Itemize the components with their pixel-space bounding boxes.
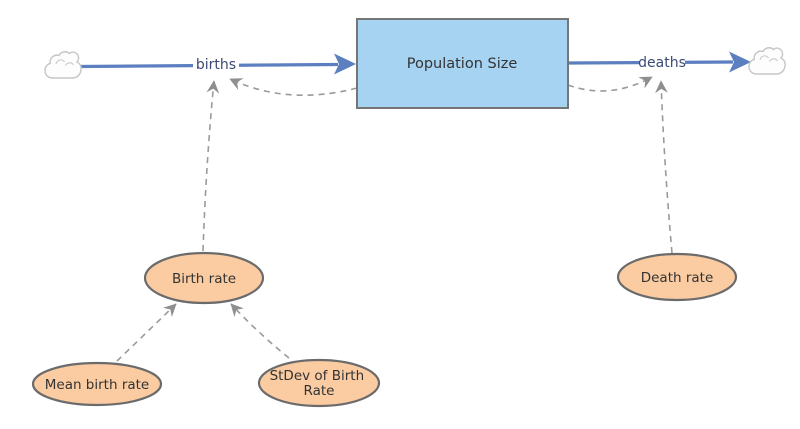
births-label-background xyxy=(193,56,239,73)
links-layer xyxy=(116,76,673,362)
death-rate-label: Death rate xyxy=(641,270,714,286)
births-flow-arrowhead-icon[interactable] xyxy=(334,53,356,75)
birth-rate-ellipse[interactable] xyxy=(143,251,265,305)
link-death-rate-to-deaths[interactable] xyxy=(655,80,673,254)
mean-birth-rate-ellipse[interactable] xyxy=(31,361,163,407)
link-population-to-deaths[interactable] xyxy=(567,76,653,92)
deaths-label-background xyxy=(639,54,685,71)
stdev-birth-rate-label: StDev of Birth Rate xyxy=(270,368,369,399)
stdev-birth-rate-ellipse[interactable] xyxy=(257,358,381,408)
stock-rectangle[interactable] xyxy=(356,18,569,109)
sink-cloud[interactable] xyxy=(748,47,786,75)
link-population-to-births[interactable] xyxy=(229,78,358,96)
cloud-icon[interactable] xyxy=(44,51,82,79)
link-stdev-to-birth-rate[interactable] xyxy=(230,303,290,359)
mean-birth-rate-label: Mean birth rate xyxy=(45,377,150,393)
variable-mean-birth-rate[interactable]: Mean birth rate xyxy=(31,361,163,407)
flow-births[interactable]: births xyxy=(79,53,356,75)
cloud-icon[interactable] xyxy=(748,47,786,75)
variable-death-rate[interactable]: Death rate xyxy=(616,252,738,302)
birth-rate-label: Birth rate xyxy=(172,271,236,287)
deaths-flow-label[interactable]: deaths xyxy=(638,55,686,71)
cloud-detail-lines xyxy=(55,59,74,66)
flow-deaths[interactable]: deaths xyxy=(568,51,751,73)
source-cloud[interactable] xyxy=(44,51,82,79)
deaths-flow-arrowhead-icon[interactable] xyxy=(729,51,751,73)
variable-stdev-birth-rate[interactable]: StDev of Birth Rate xyxy=(257,358,381,408)
death-rate-ellipse[interactable] xyxy=(616,252,738,302)
variable-birth-rate[interactable]: Birth rate xyxy=(143,251,265,305)
births-flow-label[interactable]: births xyxy=(196,57,236,73)
stock-label: Population Size xyxy=(407,56,518,72)
stock-population-size[interactable]: Population Size xyxy=(356,18,569,109)
cloud-detail-lines xyxy=(759,55,778,62)
